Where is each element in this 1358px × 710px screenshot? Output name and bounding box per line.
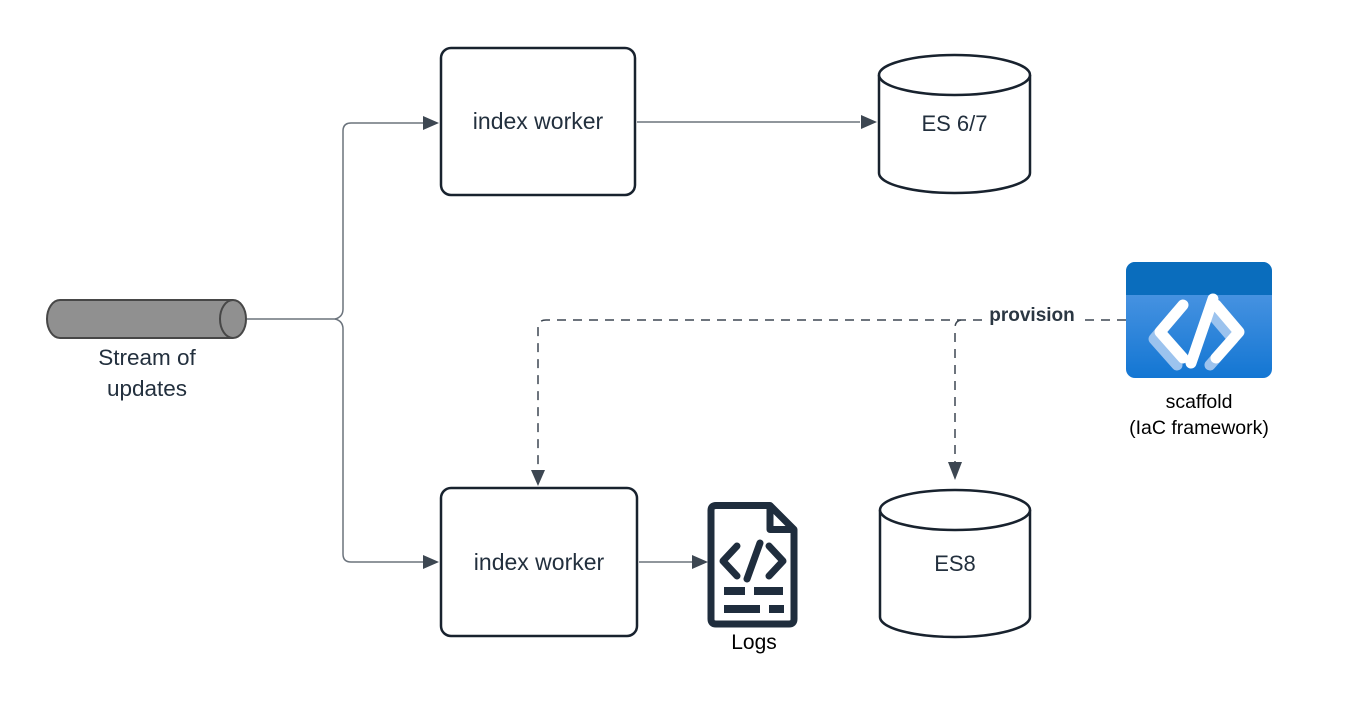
index-worker-top-node bbox=[439, 46, 637, 197]
es67-label: ES 6/7 bbox=[921, 111, 988, 136]
arrow-provision-into-es8 bbox=[948, 462, 962, 480]
logs-document-icon bbox=[707, 502, 798, 628]
connector-stream-branch bbox=[247, 122, 423, 563]
index-worker-bottom-label: index worker bbox=[473, 548, 605, 575]
stream-label-line2: updates bbox=[106, 376, 188, 401]
log-lines bbox=[724, 587, 784, 613]
es8-label: ES8 bbox=[934, 550, 976, 576]
scaffold-code-glyph bbox=[1154, 293, 1245, 369]
arrow-into-worker-top bbox=[423, 116, 439, 130]
scaffold-label: scaffold (IaC framework) bbox=[1099, 390, 1299, 441]
provision-edge-label: provision bbox=[986, 305, 1078, 327]
es8-cylinder bbox=[878, 488, 1032, 639]
index-worker-bottom-node bbox=[439, 486, 639, 638]
stream-label-line1: Stream of bbox=[98, 345, 196, 370]
connector-provision-dashed bbox=[537, 319, 1126, 470]
arrowheads bbox=[423, 115, 962, 569]
stream-pipe-shape bbox=[46, 299, 247, 339]
arrow-provision-into-worker bbox=[531, 470, 545, 486]
es67-cylinder bbox=[877, 53, 1032, 195]
arrow-into-logs bbox=[692, 555, 708, 569]
code-glyph bbox=[719, 539, 787, 583]
stream-label: Stream of updates bbox=[47, 342, 247, 404]
arrow-into-es67 bbox=[861, 115, 877, 129]
scaffold-icon bbox=[1126, 262, 1272, 378]
scaffold-label-line2: (IaC framework) bbox=[1129, 416, 1269, 439]
index-worker-top-label: index worker bbox=[472, 108, 604, 134]
arrow-into-worker-bottom bbox=[423, 555, 439, 569]
logs-label: Logs bbox=[731, 631, 777, 654]
scaffold-label-line1: scaffold bbox=[1165, 391, 1233, 413]
